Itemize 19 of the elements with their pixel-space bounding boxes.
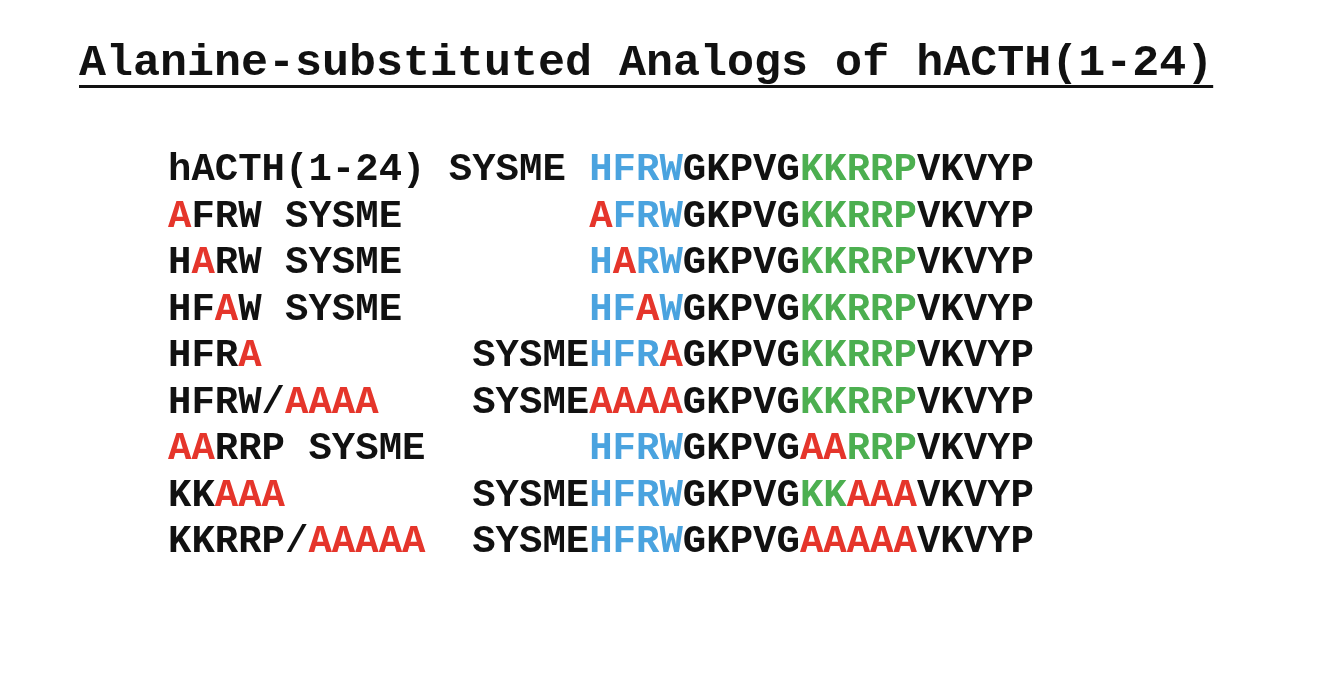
amino-acid-sequence: SYSMEHFRWGKPVGAAAAAVKVYP [472,519,1034,566]
peptide-name: KKAAA [168,472,286,519]
amino-acid-sequence: HFRWGKPVGAARRPVKVYP [589,426,1034,473]
peptide-name: HFAW SYSME [168,286,403,333]
amino-acid-sequence: SYSMEHFRWGKPVGKKAAAVKVYP [472,472,1034,519]
peptide-name: hACTH(1-24) [168,147,426,194]
amino-acid-sequence: AFRWGKPVGKKRRPVKVYP [589,193,1034,240]
peptide-name: HFRA [168,333,262,380]
title: Alanine-substituted Analogs of hACTH(1-24) [79,38,1214,90]
peptide-name: AARRP SYSME [168,426,426,473]
amino-acid-sequence: HARWGKPVGKKRRPVKVYP [589,240,1034,287]
peptide-name: HFRW/AAAA [168,379,379,426]
peptide-name: HARW SYSME [168,240,403,287]
amino-acid-sequence: SYSME HFRWGKPVGKKRRPVKVYP [448,147,1034,194]
peptide-name: KKRRP/AAAAA [168,519,426,566]
amino-acid-sequence: HFAWGKPVGKKRRPVKVYP [589,286,1034,333]
amino-acid-sequence: SYSMEAAAAGKPVGKKRRPVKVYP [472,379,1034,426]
peptide-name: AFRW SYSME [168,193,403,240]
amino-acid-sequence: SYSMEHFRAGKPVGKKRRPVKVYP [472,333,1034,380]
